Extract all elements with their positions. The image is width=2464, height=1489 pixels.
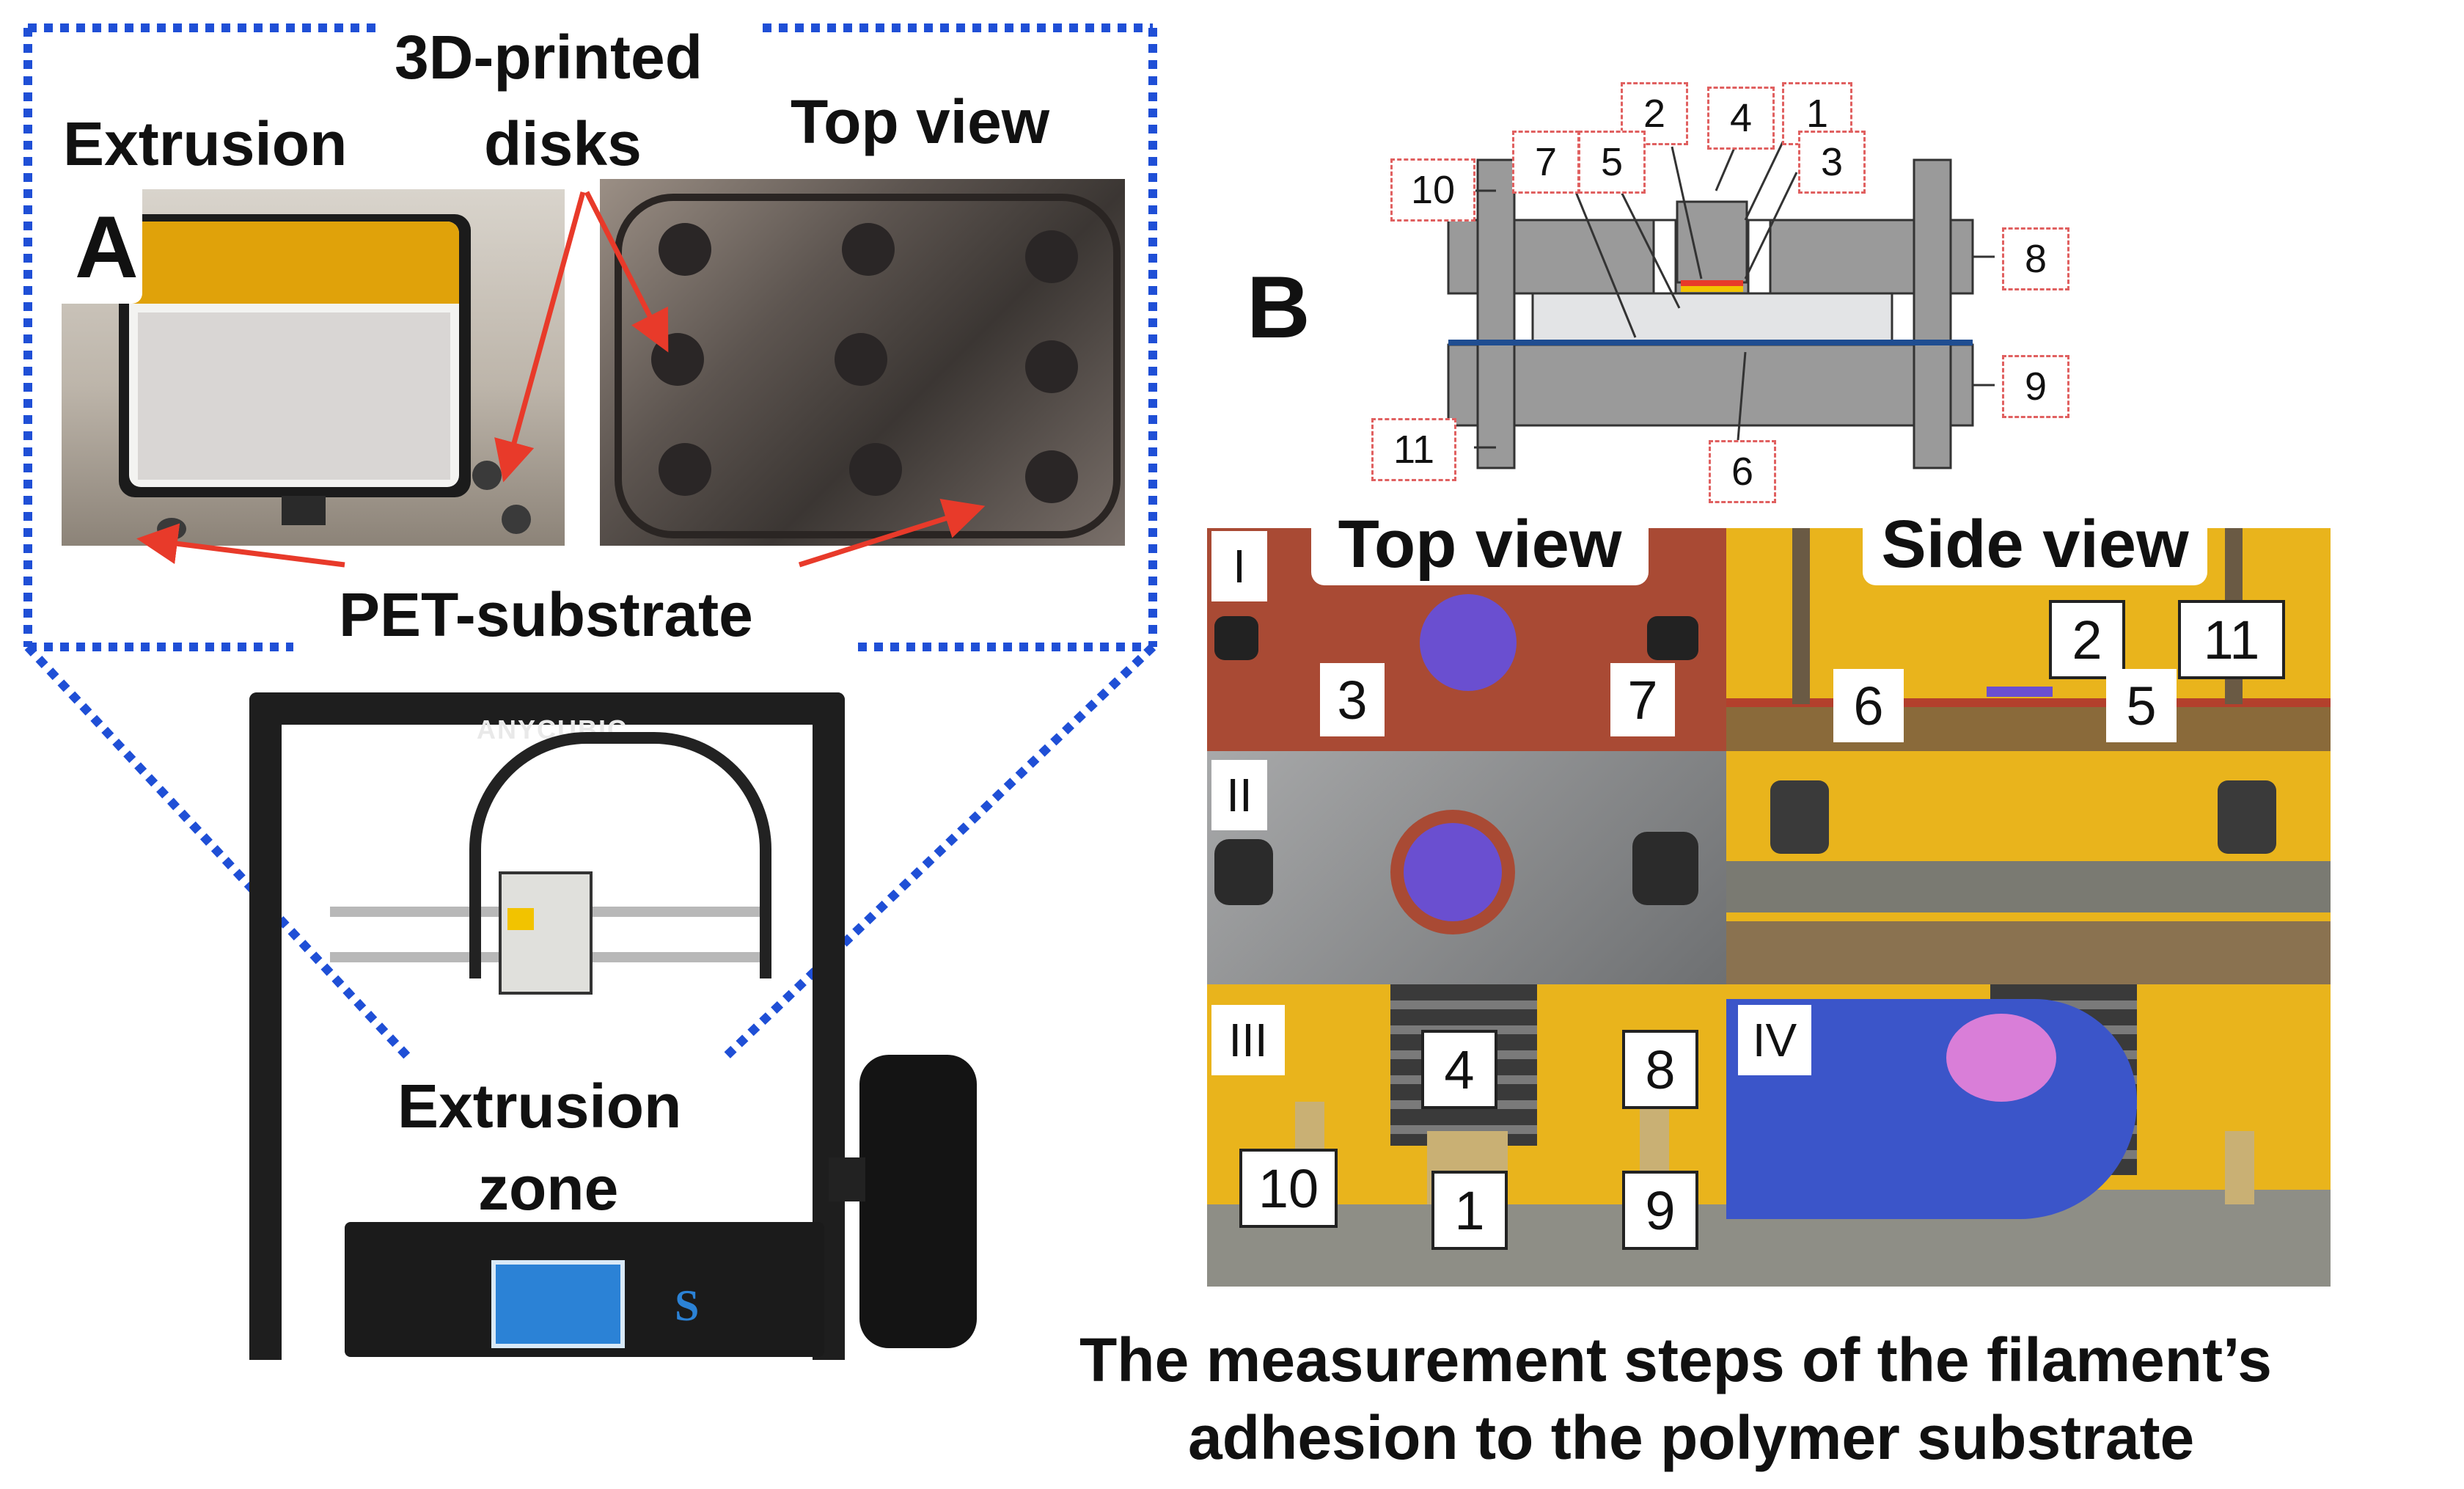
step-label-2: II [1211, 760, 1267, 830]
photo-num: 2 [2049, 600, 2125, 679]
substrate-border [615, 194, 1121, 538]
pink-disk [1946, 1014, 2056, 1102]
schematic-label-3: 3 [1798, 131, 1866, 194]
caption-line2: adhesion to the polymer substrate [1188, 1403, 2195, 1472]
small-disk [502, 505, 531, 534]
panel-letter-b: B [1247, 258, 1310, 356]
schematic-label-7: 7 [1512, 131, 1580, 194]
clamp-plate [1726, 704, 2331, 751]
wing-nut [2218, 780, 2276, 854]
schematic-label-9: 9 [2002, 355, 2069, 418]
disk [1025, 450, 1078, 503]
substrate-label: PET-substrate [339, 580, 753, 649]
photo-num: 10 [1239, 1149, 1338, 1228]
disk [1025, 230, 1078, 283]
disk [659, 223, 711, 276]
nozzle [282, 496, 326, 525]
wing-nut [1647, 616, 1698, 660]
warning-stripe [129, 222, 459, 304]
purple-disk [1404, 823, 1502, 921]
step-2-top-photo [1207, 751, 1726, 984]
photo-num: 5 [2106, 669, 2177, 742]
spool-axle [829, 1157, 865, 1201]
photo-num: 8 [1622, 1030, 1698, 1109]
wing-nut [1214, 616, 1258, 660]
zone-label-line2: zone [478, 1154, 619, 1223]
printer-frame [249, 692, 845, 1360]
disks-label-line2: disks [484, 109, 642, 178]
clamp-plate [1726, 921, 2331, 984]
schematic-label-6: 6 [1709, 440, 1776, 503]
extrusion-photo: A [62, 189, 565, 546]
photo-num: 3 [1320, 663, 1385, 736]
extruder-head [499, 871, 593, 995]
schematic-label-4: 4 [1707, 87, 1775, 150]
col-header-side-view: Side view [1863, 503, 2207, 585]
step-label-1: I [1211, 531, 1267, 601]
wing-nut [1214, 839, 1273, 905]
col-header-top-view: Top view [1311, 503, 1649, 585]
disk [842, 223, 895, 276]
photo-num: 4 [1421, 1030, 1497, 1109]
disk [835, 333, 887, 386]
schematic-label-10: 10 [1390, 158, 1475, 222]
schematic-label-11: 11 [1371, 418, 1456, 481]
step-2-side-photo [1726, 751, 2331, 984]
top-view-photo-a [600, 179, 1125, 546]
extruder-lower [138, 312, 450, 480]
caption-line1: The measurement steps of the filament’s [1079, 1325, 2272, 1394]
spool [859, 1055, 977, 1348]
frame-letter-a-box [62, 189, 142, 304]
photo-num: 6 [1833, 669, 1904, 742]
step-4-photo [1726, 984, 2331, 1287]
wing-nut [1632, 832, 1698, 905]
step-label-3: III [1211, 1005, 1285, 1075]
printer-photo: ANYCUBIC S [249, 688, 1012, 1394]
disk [1025, 340, 1078, 393]
panel-letter-a: A [75, 198, 139, 296]
bolt [2225, 1131, 2254, 1204]
disks-label-line1: 3D-printed [395, 23, 703, 92]
clamp-plate [1726, 861, 2331, 912]
zone-label-line1: Extrusion [397, 1072, 682, 1141]
step-label-4: IV [1738, 1005, 1811, 1075]
photo-num: 11 [2178, 600, 2285, 679]
photo-num: 1 [1431, 1171, 1508, 1250]
screen [491, 1260, 625, 1348]
photo-num: 9 [1622, 1171, 1698, 1250]
wing-nut [1770, 780, 1829, 854]
extrusion-label: Extrusion [63, 109, 348, 178]
photo-num: 7 [1610, 663, 1675, 736]
printer-model-mark: S [675, 1281, 700, 1330]
disk [659, 443, 711, 496]
extruder-warning [507, 908, 534, 930]
purple-disk-side [1987, 687, 2053, 697]
top-view-label-a: Top view [791, 87, 1050, 156]
bolt [1792, 528, 1810, 704]
disk [849, 443, 902, 496]
schematic-label-5: 5 [1578, 131, 1646, 194]
purple-disk [1420, 594, 1517, 691]
schematic-label-8: 8 [2002, 227, 2069, 290]
